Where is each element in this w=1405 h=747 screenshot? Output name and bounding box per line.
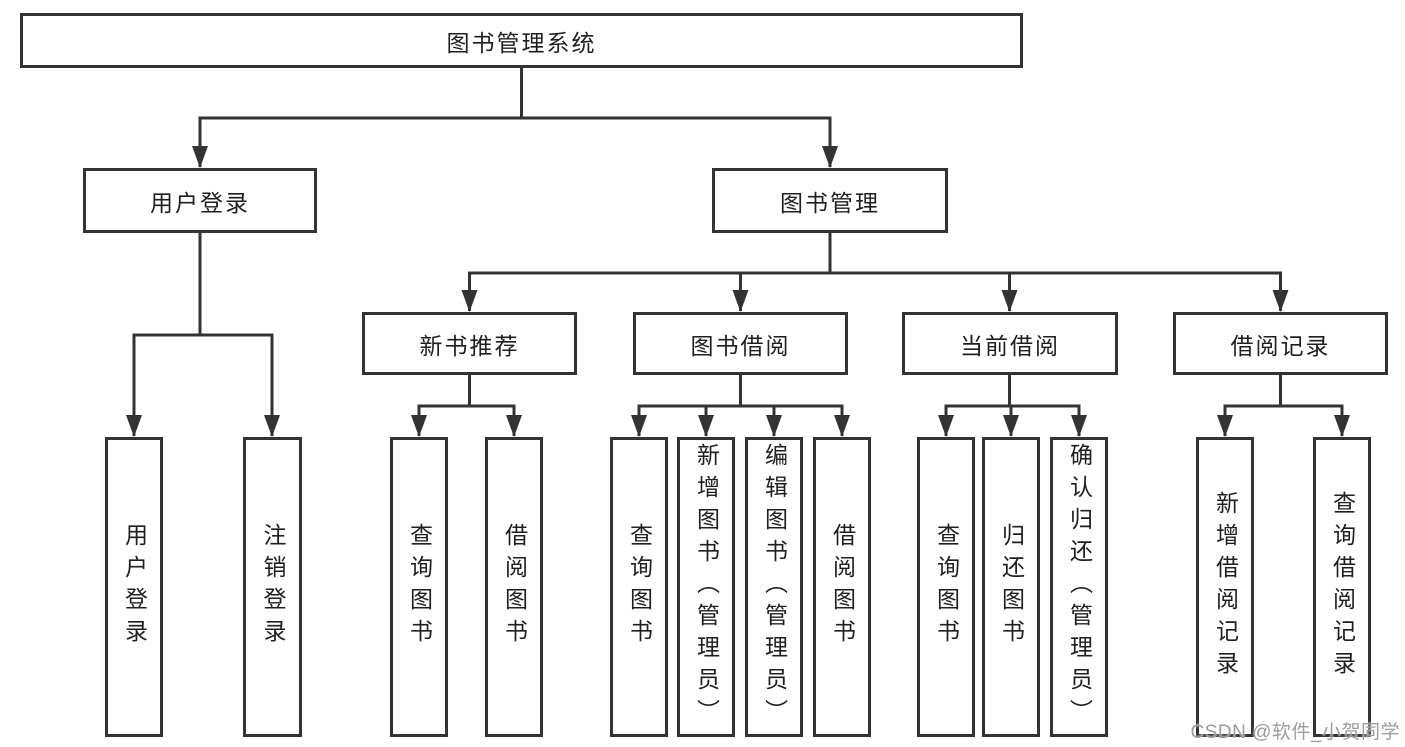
leaf-newbooks-query-books: 查询图书 <box>390 437 448 737</box>
leaf-records-query-borrow-record: 查询借阅记录 <box>1313 437 1371 737</box>
leaf-newbooks-borrow-books: 借阅图书 <box>485 437 543 737</box>
watermark: CSDN @软件_小贺同学 <box>1190 722 1400 743</box>
node-book-borrow-label: 图书借阅 <box>690 332 791 359</box>
node-book-management-label: 图书管理 <box>780 189 880 216</box>
connector-line <box>468 233 1282 275</box>
leaf-records-add-borrow-record: 新增借阅记录 <box>1196 437 1254 737</box>
leaf-newbooks-query-books-label: 查询图书 <box>406 523 433 651</box>
node-book-management: 图书管理 <box>712 168 948 233</box>
leaf-borrow-add-books-admin-label: 新增图书（管理员） <box>693 443 720 731</box>
leaf-borrow-query-books: 查询图书 <box>610 437 668 737</box>
leaf-current-return-books: 归还图书 <box>982 437 1040 737</box>
node-new-book-recommend-label: 新书推荐 <box>419 332 520 359</box>
node-user-login-label: 用户登录 <box>150 189 250 216</box>
leaf-logout-label: 注销登录 <box>260 523 286 651</box>
leaf-records-query-borrow-record-label: 查询借阅记录 <box>1329 491 1356 683</box>
connector-line <box>1223 375 1344 408</box>
connector-line <box>417 375 516 408</box>
leaf-current-return-books-label: 归还图书 <box>998 523 1025 651</box>
leaf-current-query-books-label: 查询图书 <box>933 523 960 651</box>
node-user-login: 用户登录 <box>83 168 317 233</box>
leaf-current-confirm-return-admin-label: 确认归还（管理员） <box>1066 443 1093 731</box>
connector-line <box>944 375 1081 408</box>
leaf-current-confirm-return-admin: 确认归还（管理员） <box>1050 437 1108 737</box>
leaf-user-login-label: 用户登录 <box>121 523 148 651</box>
node-new-book-recommend: 新书推荐 <box>362 312 577 375</box>
leaf-borrow-borrow-books: 借阅图书 <box>813 437 871 737</box>
leaf-newbooks-borrow-books-label: 借阅图书 <box>501 523 528 651</box>
leaf-user-login: 用户登录 <box>105 437 163 737</box>
leaf-borrow-edit-books-admin: 编辑图书（管理员） <box>745 437 803 737</box>
leaf-borrow-borrow-books-label: 借阅图书 <box>829 523 856 651</box>
leaf-borrow-add-books-admin: 新增图书（管理员） <box>677 437 735 737</box>
connector-line <box>132 233 274 337</box>
leaf-records-add-borrow-record-label: 新增借阅记录 <box>1212 491 1239 683</box>
leaf-borrow-query-books-label: 查询图书 <box>626 523 653 651</box>
leaf-current-query-books: 查询图书 <box>917 437 975 737</box>
node-root: 图书管理系统 <box>20 13 1023 68</box>
node-root-label: 图书管理系统 <box>446 29 597 56</box>
leaf-logout: 注销登录 <box>243 437 302 737</box>
node-current-borrow-label: 当前借阅 <box>960 332 1060 359</box>
node-book-borrow: 图书借阅 <box>633 312 848 375</box>
node-borrow-records: 借阅记录 <box>1173 312 1388 375</box>
node-current-borrow: 当前借阅 <box>902 312 1118 375</box>
connector-line <box>637 375 844 408</box>
node-borrow-records-label: 借阅记录 <box>1230 332 1331 359</box>
connector-line <box>198 68 832 120</box>
leaf-borrow-edit-books-admin-label: 编辑图书（管理员） <box>761 443 788 731</box>
